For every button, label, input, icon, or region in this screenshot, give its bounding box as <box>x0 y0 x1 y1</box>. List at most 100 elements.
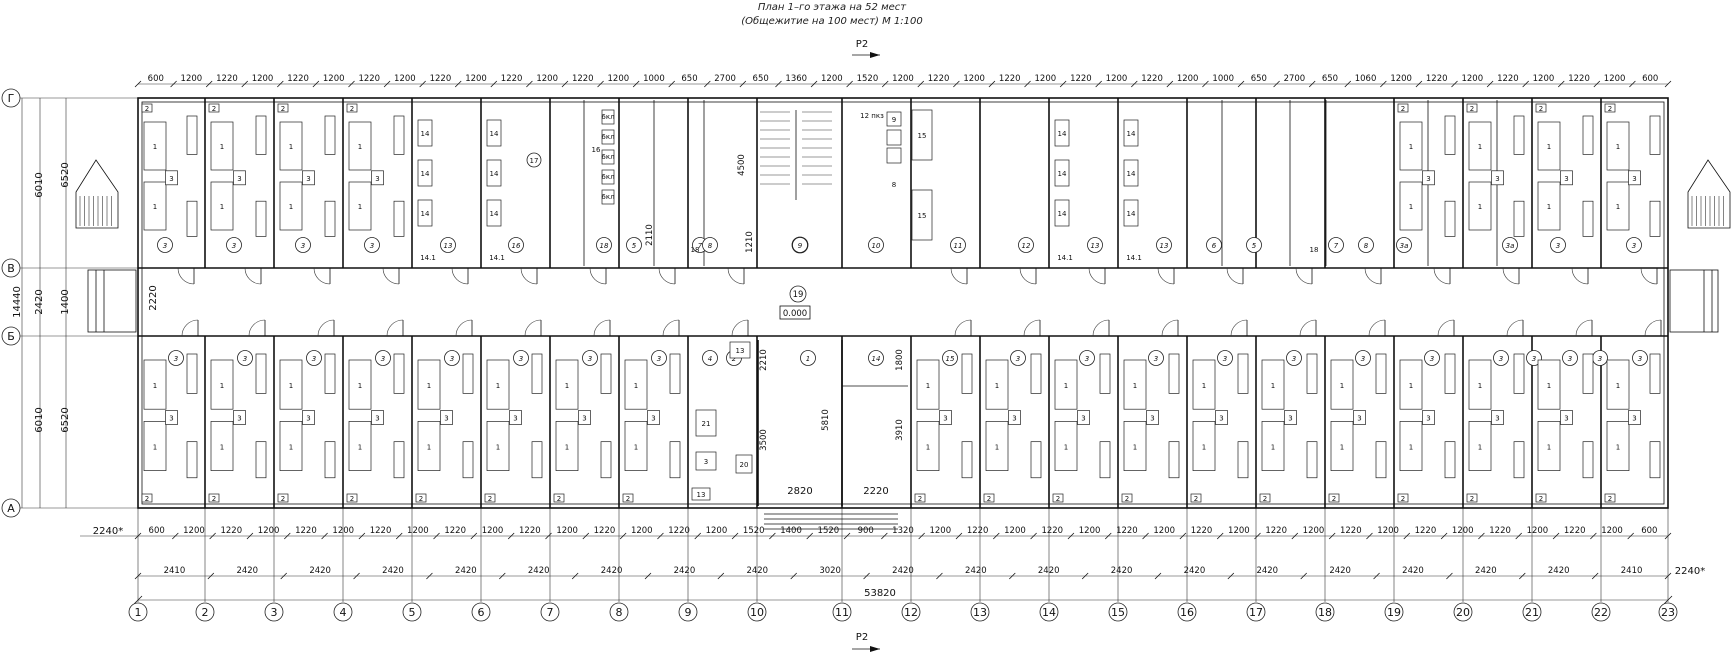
room-number-text: 3 <box>1632 242 1636 250</box>
svg-text:2: 2 <box>350 495 354 503</box>
svg-text:1: 1 <box>1478 203 1482 211</box>
svg-text:1: 1 <box>1547 382 1551 390</box>
column-axis-11 <box>832 602 852 622</box>
room-number <box>306 350 322 366</box>
svg-text:2: 2 <box>212 495 216 503</box>
column-axis-label: 3 <box>271 606 278 619</box>
svg-text:3: 3 <box>582 415 586 423</box>
bay-dims-text: 2420 <box>1184 566 1206 576</box>
svg-text:14: 14 <box>490 170 499 178</box>
svg-text:1: 1 <box>565 443 569 451</box>
top-dims-text: 1220 <box>1141 74 1163 84</box>
column-axis-14 <box>1039 602 1059 622</box>
svg-text:1: 1 <box>153 443 157 451</box>
column-axis-label: 23 <box>1661 606 1675 619</box>
svg-text:16: 16 <box>592 146 601 154</box>
room-number-text: 13 <box>444 242 453 250</box>
column-axis-16 <box>1177 602 1197 622</box>
bottom-dims-text: 1220 <box>594 526 616 536</box>
room-number <box>1148 350 1164 366</box>
column-axis-label: 13 <box>973 606 987 619</box>
row-axis-label: Г <box>8 92 15 105</box>
inner-dim: 2820 <box>787 486 812 497</box>
top-dims-text: 1200 <box>1177 74 1199 84</box>
svg-text:2: 2 <box>1401 105 1405 113</box>
top-dims-text: 1200 <box>536 74 558 84</box>
svg-text:1: 1 <box>995 443 999 451</box>
column-axis-label: 12 <box>904 606 918 619</box>
column-axis-label: 14 <box>1042 606 1056 619</box>
left-dim-bottom-inner: 6010 <box>34 407 45 432</box>
svg-text:14: 14 <box>1058 130 1067 138</box>
svg-text:14: 14 <box>1127 170 1136 178</box>
svg-text:1: 1 <box>926 443 930 451</box>
bay-dims-text: 2420 <box>1256 566 1278 576</box>
svg-text:2: 2 <box>626 495 630 503</box>
bay-dims-text: 2410 <box>1621 566 1643 576</box>
bottom-dims-text: 1220 <box>967 526 989 536</box>
room-number-text: 3 <box>312 355 316 363</box>
room-number <box>513 350 529 366</box>
svg-text:6кл: 6кл <box>601 113 614 121</box>
column-axis-label: 15 <box>1111 606 1125 619</box>
svg-text:1: 1 <box>1202 443 1206 451</box>
room-number-text: 7 <box>698 242 703 250</box>
room-number-text: 3 <box>381 355 385 363</box>
bottom-dims-text: 1200 <box>1153 526 1175 536</box>
column-axis-8 <box>609 602 629 622</box>
room-number-text: 10 <box>872 242 881 250</box>
column-axis-13 <box>970 602 990 622</box>
section-mark-top: Р2 <box>852 39 880 58</box>
bay-dims-text: 2420 <box>674 566 696 576</box>
svg-text:14: 14 <box>1058 170 1067 178</box>
bottom-dims-text: 1220 <box>1564 526 1586 536</box>
column-axis-1 <box>128 602 148 622</box>
bottom-dims-text: 1200 <box>556 526 578 536</box>
svg-text:3: 3 <box>306 175 310 183</box>
svg-text:3: 3 <box>169 415 173 423</box>
svg-text:2: 2 <box>918 495 922 503</box>
overall-dim-text: 53820 <box>864 588 896 599</box>
top-dims-text: 1220 <box>1568 74 1590 84</box>
room-number <box>1217 350 1233 366</box>
room-number <box>1087 237 1103 253</box>
top-dims-text: 650 <box>681 74 697 84</box>
svg-text:2: 2 <box>145 105 149 113</box>
svg-text:3: 3 <box>1288 415 1292 423</box>
svg-text:1: 1 <box>1409 382 1413 390</box>
left-dim-porch: 2220 <box>148 285 159 310</box>
room-number-text: 3 <box>1223 355 1227 363</box>
svg-text:3: 3 <box>651 415 655 423</box>
column-axis-6 <box>471 602 491 622</box>
svg-text:1: 1 <box>358 203 362 211</box>
top-dims-text: 1200 <box>963 74 985 84</box>
room-number <box>1632 350 1648 366</box>
inner-dim: 2110 <box>645 224 655 246</box>
top-dims-text: 1200 <box>1035 74 1057 84</box>
bottom-dims-text: 1220 <box>444 526 466 536</box>
room-number <box>375 350 391 366</box>
room-number <box>1246 237 1262 253</box>
column-axis-label: 8 <box>616 606 623 619</box>
svg-text:14: 14 <box>421 170 430 178</box>
top-dims-text: 1200 <box>892 74 914 84</box>
room-number-text: 3 <box>232 242 236 250</box>
svg-text:2: 2 <box>281 495 285 503</box>
overall-dimension: 53820 <box>133 588 1673 605</box>
row-axis-Г <box>1 88 21 108</box>
room-number-text: 3 <box>1016 355 1020 363</box>
bottom-dims-text: 1220 <box>295 526 317 536</box>
room-number-text: 2 <box>732 355 737 363</box>
room-number-text: 3а <box>1506 242 1515 250</box>
room-number <box>1355 350 1371 366</box>
room-number-text: 3 <box>1154 355 1158 363</box>
column-axis-10 <box>747 602 767 622</box>
svg-text:2: 2 <box>350 105 354 113</box>
svg-text:14: 14 <box>490 130 499 138</box>
room-number-text: 3 <box>1361 355 1365 363</box>
svg-text:3: 3 <box>1632 175 1636 183</box>
room-number <box>1018 237 1034 253</box>
room-number-text: 3 <box>1598 355 1602 363</box>
room-number-text: 3 <box>450 355 454 363</box>
